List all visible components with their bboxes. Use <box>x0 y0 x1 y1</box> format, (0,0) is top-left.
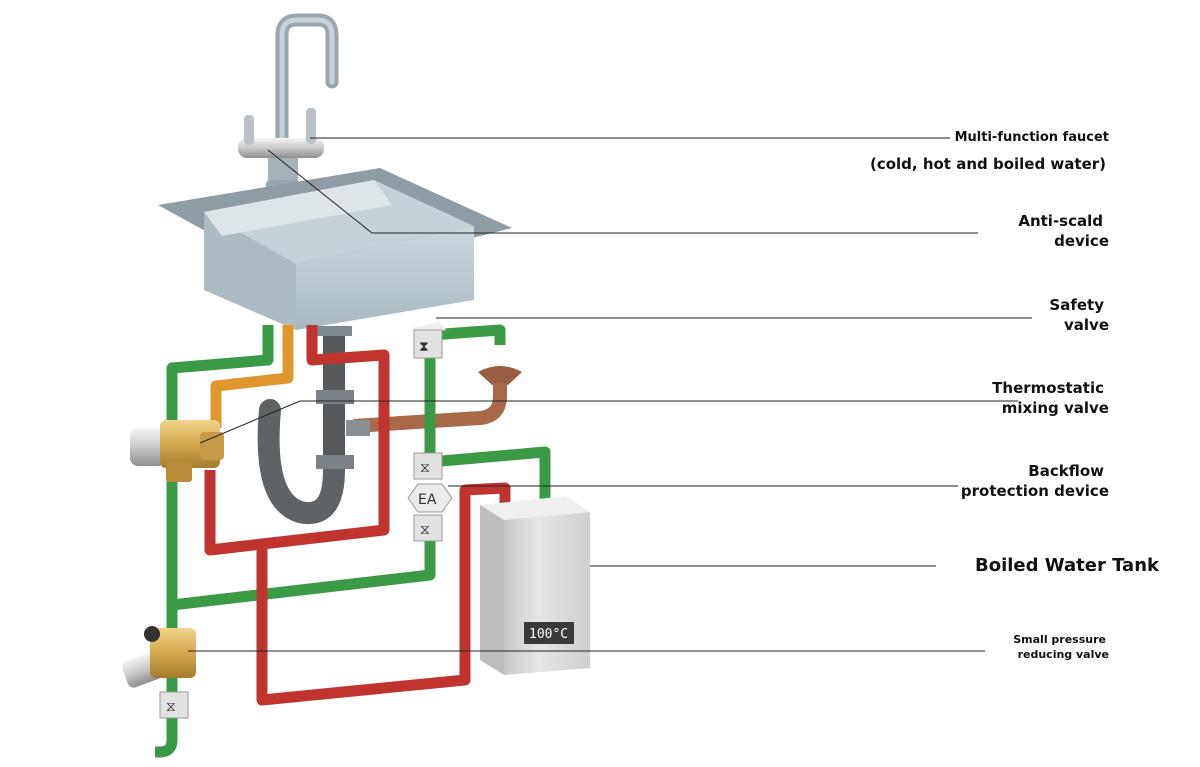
label-thermostatic-1: Thermostatic <box>992 379 1104 397</box>
leader-lines <box>188 137 1032 652</box>
label-backflow-2: protection device <box>960 482 1109 500</box>
safety-valve: ⧗ <box>412 322 446 359</box>
label-faucet: Multi-function faucet <box>954 130 1109 145</box>
svg-text:⧖: ⧖ <box>420 460 430 476</box>
shutoff-valve-upper: ⧖ <box>413 452 443 480</box>
svg-text:⧗: ⧗ <box>419 339 429 355</box>
thermostatic-mixing-valve <box>130 420 224 482</box>
shutoff-valve-lower: ⧖ <box>413 514 443 542</box>
warm-water-pipe <box>210 325 294 428</box>
tank-display: 100°C <box>529 627 568 642</box>
backflow-mark: EA <box>418 492 437 508</box>
svg-text:⧖: ⧖ <box>166 699 176 715</box>
label-backflow-1: Backflow <box>1028 462 1104 480</box>
label-pressure-1: Small pressure <box>1013 633 1106 646</box>
label-anti-scald-1: Anti-scald <box>1018 212 1103 230</box>
boiled-water-tank: 100°C <box>480 496 590 675</box>
sink <box>158 168 512 336</box>
svg-text:⧖: ⧖ <box>420 522 430 538</box>
pressure-reducing-valve <box>121 626 196 688</box>
label-pressure-2: reducing valve <box>1017 648 1109 661</box>
tank-display-panel <box>524 622 574 644</box>
leader-thermostatic <box>199 400 1018 444</box>
faucet <box>238 13 339 194</box>
shutoff-valve-bottom: ⧖ <box>159 691 189 719</box>
label-tank: Boiled Water Tank <box>975 555 1159 576</box>
label-faucet-sub: (cold, hot and boiled water) <box>869 155 1106 173</box>
leader-anti-scald <box>267 149 978 234</box>
hot-water-pipes <box>204 325 511 706</box>
backflow-device: EA <box>407 483 453 513</box>
label-anti-scald-2: device <box>1054 232 1109 250</box>
label-safety-2: valve <box>1064 316 1109 334</box>
label-safety-1: Safety <box>1049 296 1104 314</box>
label-thermostatic-2: mixing valve <box>1001 399 1109 417</box>
